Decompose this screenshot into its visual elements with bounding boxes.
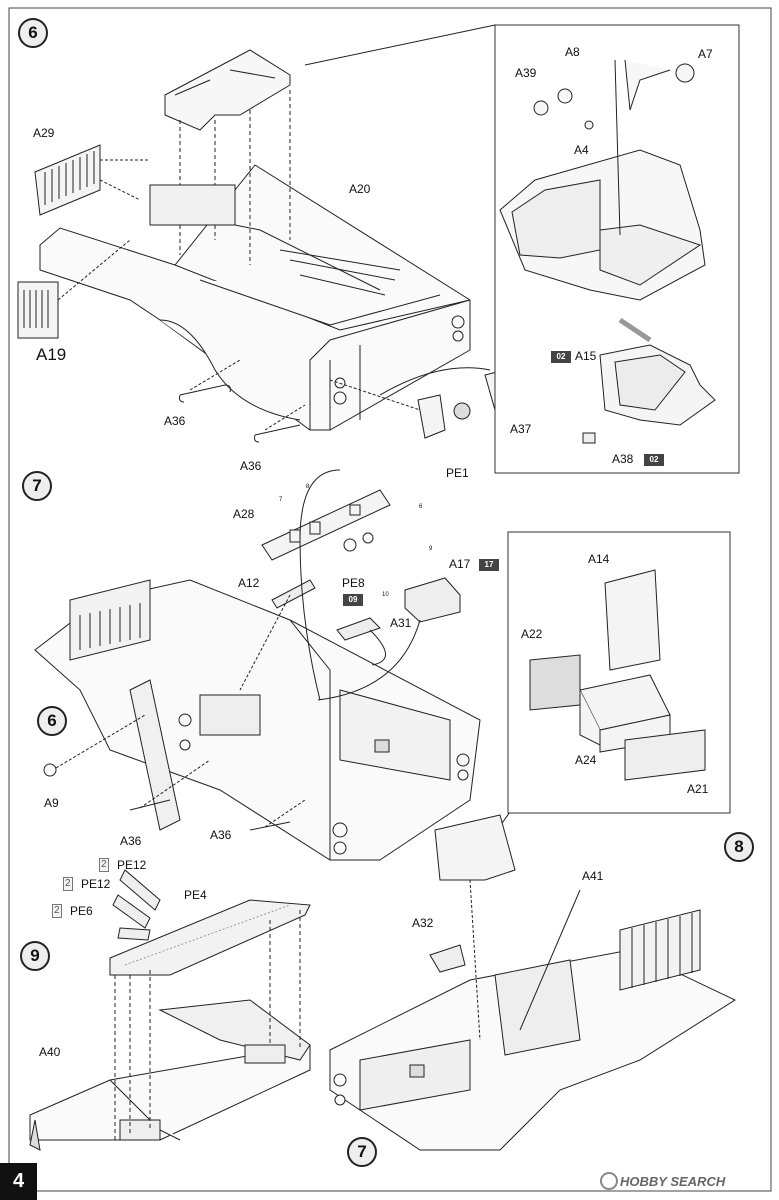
label-a24: A24 bbox=[575, 753, 597, 767]
label-pe4: PE4 bbox=[184, 888, 207, 902]
part-a28 bbox=[261, 489, 391, 561]
label-a8: A8 bbox=[565, 45, 580, 59]
watermark-logo-icon bbox=[600, 1172, 618, 1190]
label-a19: A19 bbox=[36, 345, 67, 364]
label-a4: A4 bbox=[574, 143, 589, 157]
label-a14: A14 bbox=[588, 552, 610, 566]
callout-9: 9 bbox=[429, 546, 433, 552]
label-a40: A40 bbox=[39, 1045, 61, 1059]
label-a36-3: A36 bbox=[120, 834, 142, 848]
quantity-badge-pe12-1: 2 bbox=[99, 858, 109, 872]
label-a17: A17 bbox=[449, 557, 471, 571]
label-a36-2: A36 bbox=[240, 459, 262, 473]
label-a21: A21 bbox=[687, 782, 709, 796]
label-a37: A37 bbox=[510, 422, 532, 436]
label-a22: A22 bbox=[521, 627, 543, 641]
ref-badge-pe8: 09 bbox=[343, 594, 363, 606]
label-a39: A39 bbox=[515, 66, 537, 80]
part-a29 bbox=[34, 144, 101, 216]
inset6-lower bbox=[599, 344, 716, 426]
label-a38: A38 bbox=[612, 452, 634, 466]
callout-7: 7 bbox=[279, 497, 283, 503]
label-a7: A7 bbox=[698, 47, 713, 61]
callout-6: 6 bbox=[419, 504, 423, 510]
inset6-upper bbox=[499, 59, 706, 301]
step-6-reference: 6 bbox=[37, 706, 67, 736]
label-a9: A9 bbox=[44, 796, 59, 810]
callout-8: 8 bbox=[306, 484, 310, 490]
step-7-reference: 7 bbox=[347, 1137, 377, 1167]
label-a15: A15 bbox=[575, 349, 597, 363]
step8-chassis bbox=[329, 909, 737, 1151]
step-8-marker: 8 bbox=[724, 832, 754, 862]
label-pe8: PE8 bbox=[342, 576, 365, 590]
step-9-marker: 9 bbox=[20, 941, 50, 971]
part-a19 bbox=[17, 281, 59, 339]
callout-10: 10 bbox=[382, 592, 389, 598]
part-pe4 bbox=[109, 899, 311, 976]
label-a41: A41 bbox=[582, 869, 604, 883]
label-pe12-1: PE12 bbox=[117, 858, 147, 872]
step7-chassis bbox=[34, 579, 481, 861]
label-pe12-2: PE12 bbox=[81, 877, 111, 891]
inset7-seat bbox=[529, 569, 706, 781]
part-top-bin bbox=[164, 49, 291, 131]
step6-chassis bbox=[39, 164, 471, 431]
quantity-badge-pe12-2: 2 bbox=[63, 877, 73, 891]
label-a32: A32 bbox=[412, 916, 434, 930]
label-a29: A29 bbox=[33, 126, 55, 140]
label-pe6: PE6 bbox=[70, 904, 93, 918]
label-a36-1: A36 bbox=[164, 414, 186, 428]
page-number: 4 bbox=[0, 1163, 37, 1200]
ref-badge-a15: 02 bbox=[551, 351, 571, 363]
label-a36-4: A36 bbox=[210, 828, 232, 842]
watermark-text: HOBBY SEARCH bbox=[620, 1174, 726, 1189]
quantity-badge-pe6: 2 bbox=[52, 904, 62, 918]
label-a20: A20 bbox=[349, 182, 371, 196]
label-pe1: PE1 bbox=[446, 466, 469, 480]
label-a31: A31 bbox=[390, 616, 412, 630]
step-6-marker: 6 bbox=[18, 18, 48, 48]
step-7-marker: 7 bbox=[22, 471, 52, 501]
label-a12: A12 bbox=[238, 576, 260, 590]
ref-badge-a17: 17 bbox=[479, 559, 499, 571]
step9-frame bbox=[29, 999, 311, 1151]
label-a28: A28 bbox=[233, 507, 255, 521]
ref-badge-a38: 02 bbox=[644, 454, 664, 466]
